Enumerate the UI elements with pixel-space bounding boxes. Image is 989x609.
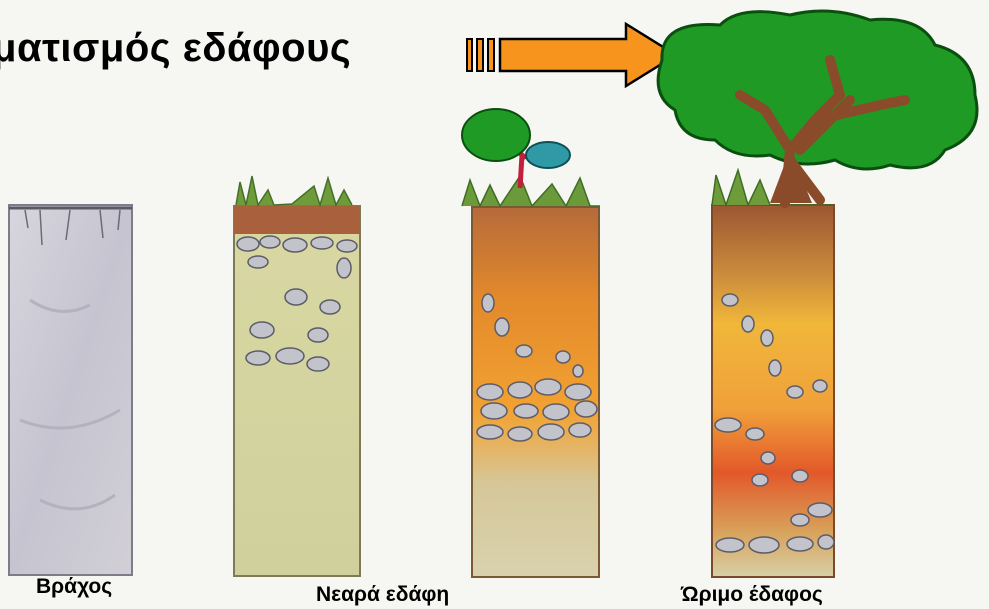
young-soil-column	[234, 176, 360, 576]
rock-column	[9, 205, 132, 575]
mature-soil-column	[712, 170, 834, 577]
developing-soil-column	[462, 109, 600, 577]
label-young-soils: Νεαρά εδάφη	[316, 583, 449, 607]
label-mature-soil: Ώριμο έδαφος	[681, 583, 823, 607]
label-rock: Βράχος	[36, 575, 112, 599]
arrow-icon	[467, 24, 676, 86]
tree-icon	[658, 11, 977, 203]
